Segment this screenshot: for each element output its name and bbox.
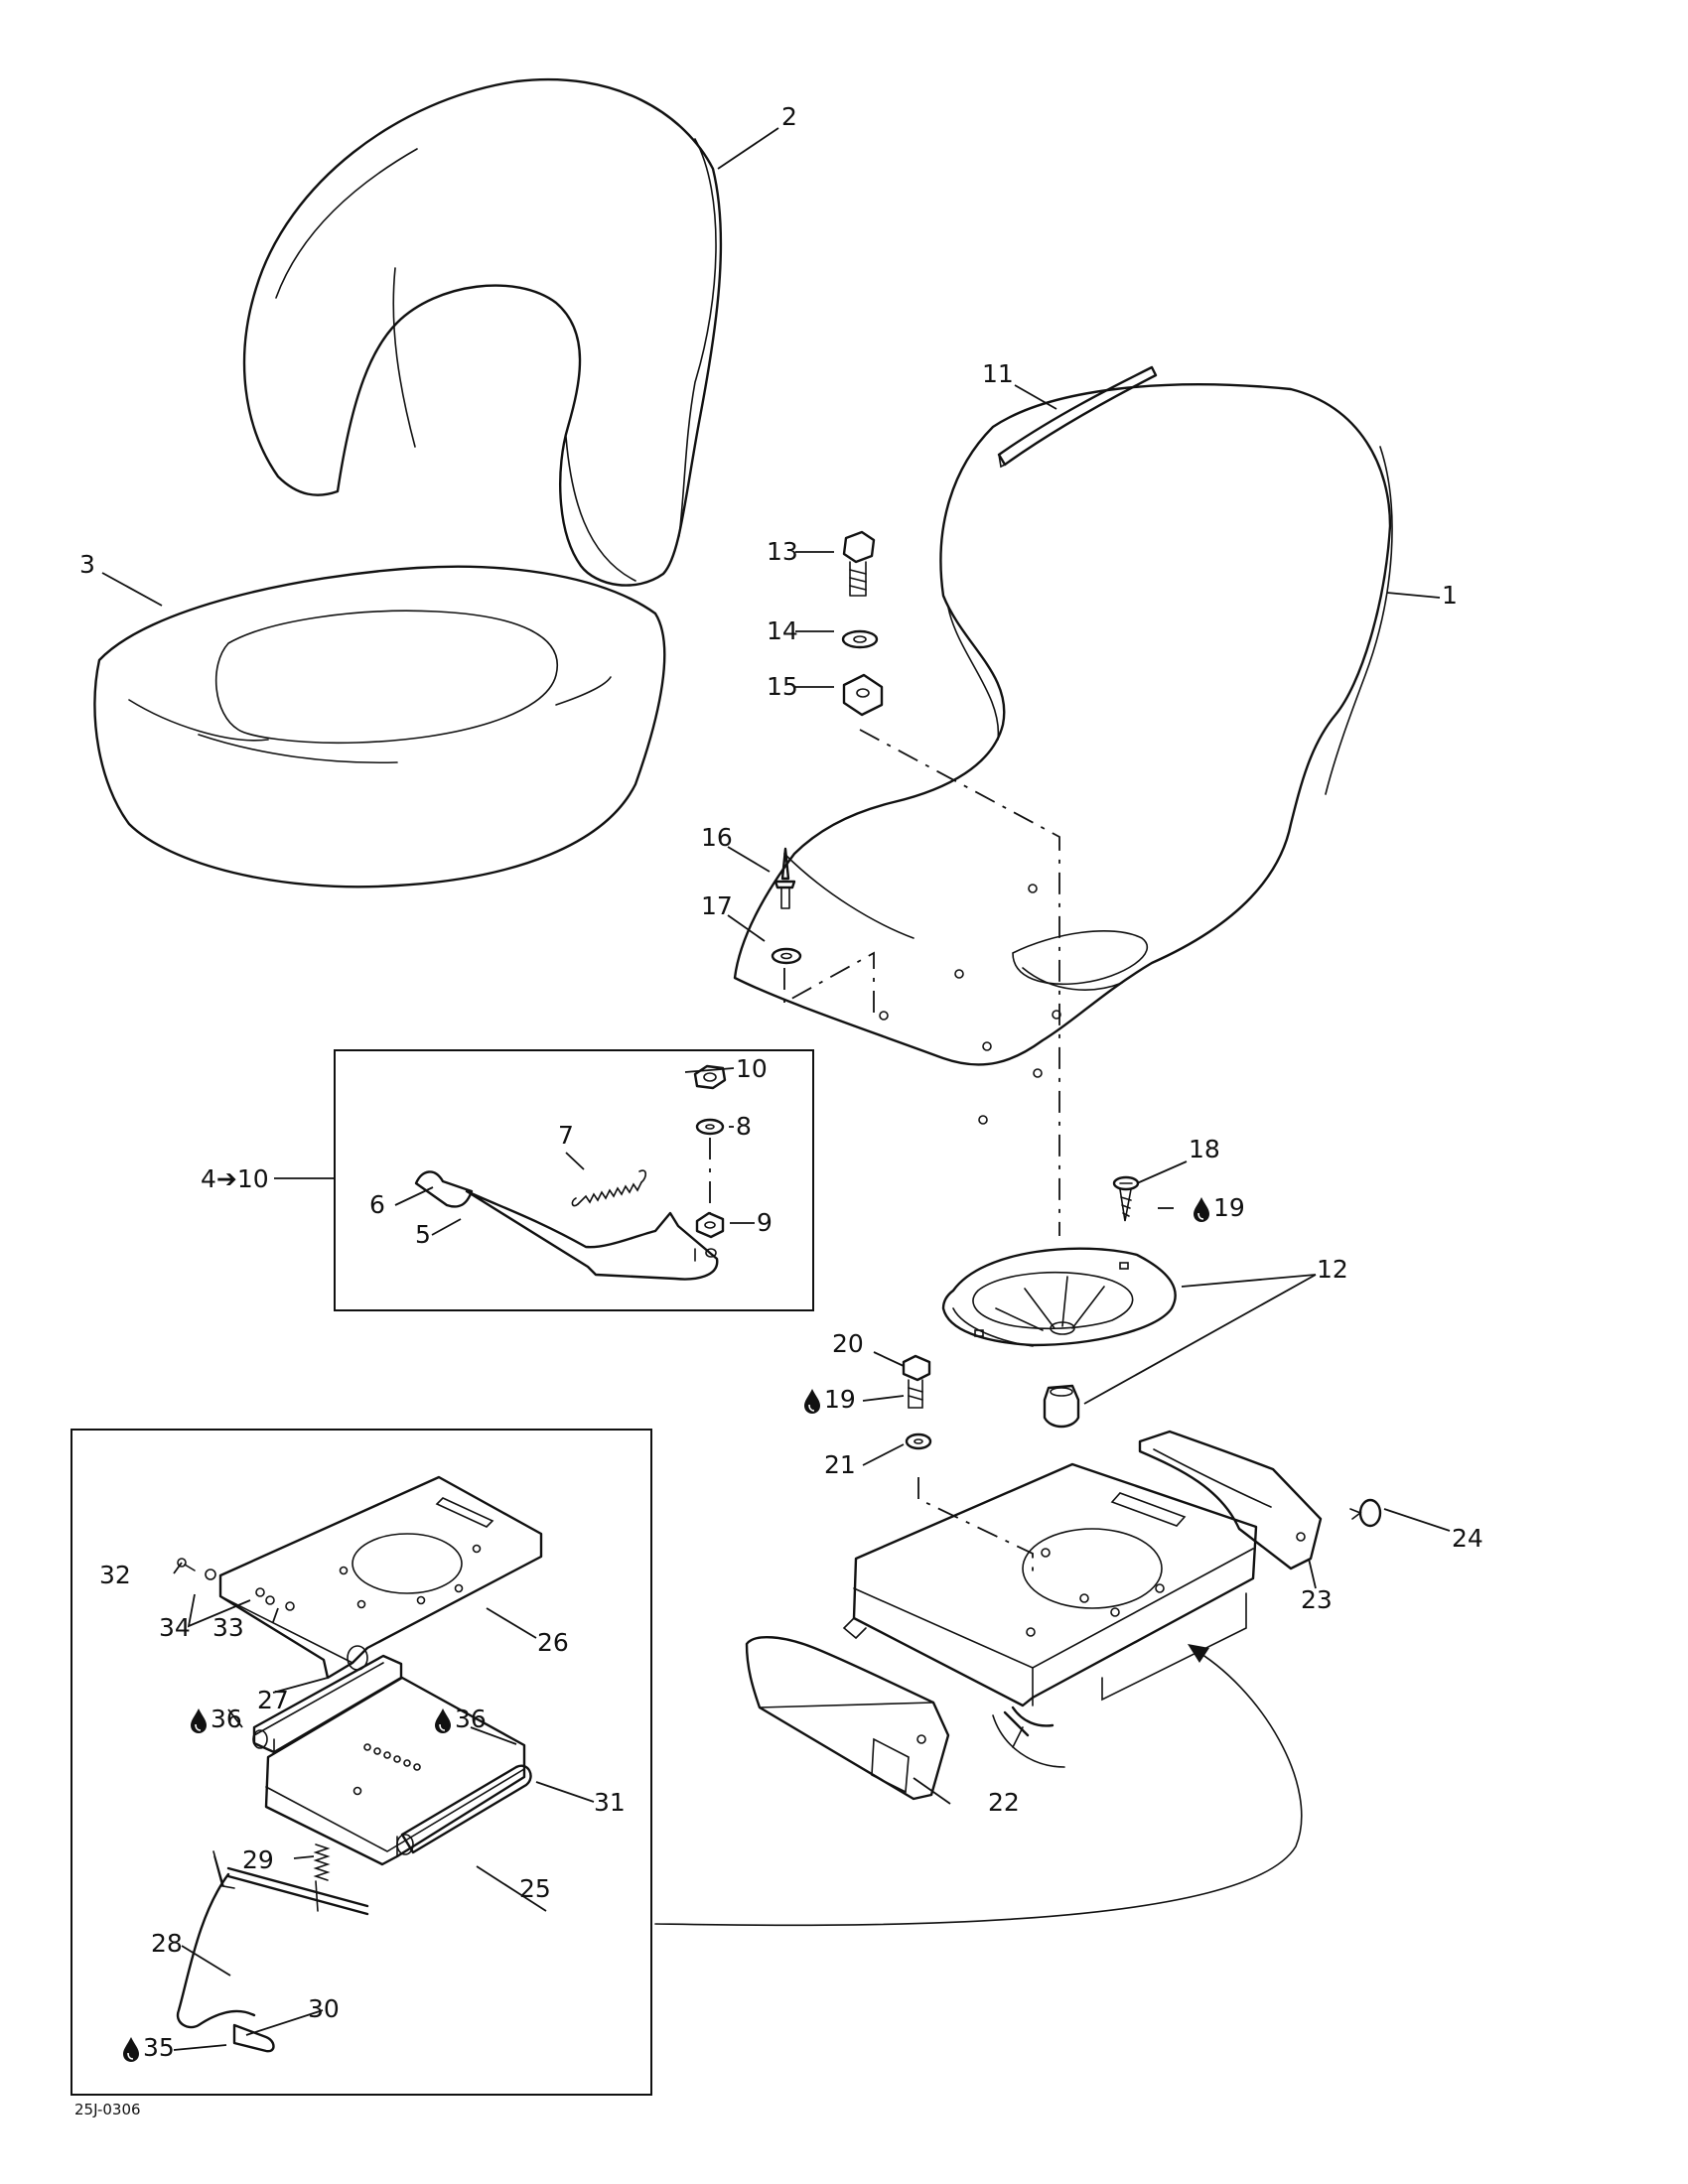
- callout-32: 32: [99, 1561, 131, 1589]
- plate-nut-part-15: [842, 673, 884, 717]
- callout-36a: 36: [211, 1705, 242, 1733]
- callout-30: 30: [308, 1994, 340, 2023]
- callout-6: 6: [369, 1190, 385, 1219]
- callout-8: 8: [736, 1112, 752, 1141]
- callout-18: 18: [1189, 1135, 1220, 1163]
- callout-14: 14: [767, 616, 798, 645]
- slide-bracket-assembly: [842, 1462, 1258, 1768]
- callout-33: 33: [212, 1613, 244, 1642]
- alignment-line-pin: [783, 951, 875, 1021]
- bolt-part-13: [842, 530, 876, 597]
- callout-29: 29: [242, 1845, 274, 1874]
- nut-part-10: [693, 1064, 727, 1090]
- trim-strip-part-11: [997, 365, 1158, 469]
- grease-drop-icon: [435, 1708, 451, 1733]
- callout-labels: 1 2 3 5 6 7 8 9 10 11 12 13 14 15 16 17 …: [74, 102, 1483, 2118]
- alignment-line-shell-swivel: [859, 729, 1060, 1236]
- lever-part-5: [465, 1189, 719, 1281]
- arrow-head: [1188, 1644, 1209, 1663]
- washer-part-17: [771, 947, 802, 965]
- callout-16: 16: [701, 823, 733, 852]
- washer-part-21: [905, 1433, 932, 1450]
- callout-17: 17: [701, 891, 733, 920]
- callout-15: 15: [767, 672, 798, 701]
- tube-part-31: [396, 1764, 532, 1855]
- callout-19b: 19: [824, 1385, 856, 1414]
- callout-1: 1: [1442, 581, 1458, 610]
- callout-20: 20: [832, 1329, 864, 1358]
- swivel-plate-part-12: [941, 1247, 1177, 1347]
- figure-code: 25J-0306: [74, 2101, 141, 2118]
- seat-cushion-part-3: [93, 565, 666, 888]
- knob-part-24: [1349, 1498, 1382, 1528]
- bolt-part-20: [902, 1354, 931, 1409]
- callout-10: 10: [736, 1054, 768, 1083]
- callout-3: 3: [79, 550, 95, 579]
- slider-rail-part-22: [745, 1635, 950, 1801]
- grease-drop-icons: [123, 1197, 1209, 2062]
- washer-part-8: [695, 1118, 725, 1136]
- callout-24: 24: [1452, 1524, 1483, 1553]
- handle-grip-part-6: [414, 1170, 474, 1208]
- grease-drop-icon: [191, 1708, 207, 1733]
- screws-part-32-34: [177, 1558, 295, 1611]
- washer-part-14: [841, 629, 879, 649]
- grease-drop-icon: [1194, 1197, 1209, 1222]
- callout-27: 27: [257, 1686, 289, 1714]
- slide-plate-part-26: [218, 1475, 543, 1680]
- grease-drop-icon: [804, 1389, 820, 1414]
- alignment-line-bolt-bracket: [917, 1477, 1034, 1578]
- callout-19a: 19: [1213, 1193, 1245, 1222]
- grease-drop-icon: [123, 2037, 139, 2062]
- callout-7: 7: [558, 1121, 574, 1150]
- seat-shell-part-1: [733, 383, 1393, 1125]
- callout-21: 21: [824, 1450, 856, 1479]
- bushing-part-12: [1043, 1384, 1080, 1429]
- slider-rail-part-23: [1138, 1430, 1323, 1570]
- fork-part-33: [212, 1850, 235, 1889]
- lever-kit-box: [334, 1049, 814, 1311]
- callout-2: 2: [781, 102, 797, 131]
- handle-grip-part-30: [232, 2023, 275, 2053]
- backrest-cushion-part-2: [242, 77, 723, 587]
- spring-part-29: [313, 1843, 331, 1881]
- callout-31: 31: [594, 1788, 626, 1817]
- callout-22: 22: [988, 1788, 1020, 1817]
- spring-part-7: [571, 1169, 647, 1207]
- assembly-arrow: [654, 1647, 1303, 1927]
- group-label-4-10: 4➔10: [201, 1164, 269, 1193]
- callout-35: 35: [143, 2033, 175, 2062]
- callout-23: 23: [1301, 1585, 1333, 1614]
- callout-11: 11: [982, 359, 1014, 388]
- screw-part-18: [1112, 1175, 1140, 1222]
- slide-kit-box: [70, 1429, 652, 2096]
- slide-frame-part-25: [264, 1676, 526, 1866]
- callout-12: 12: [1317, 1255, 1348, 1284]
- leader-lines: [101, 127, 1451, 2051]
- callout-13: 13: [767, 537, 798, 566]
- callout-36b: 36: [455, 1705, 487, 1733]
- washer-part-9: [695, 1211, 725, 1239]
- callout-9: 9: [757, 1208, 773, 1237]
- callout-5: 5: [415, 1220, 431, 1249]
- push-pin-part-16: [774, 847, 796, 909]
- callout-34: 34: [159, 1613, 191, 1642]
- callout-28: 28: [151, 1929, 183, 1958]
- callout-26: 26: [537, 1628, 569, 1657]
- callout-25: 25: [519, 1874, 551, 1903]
